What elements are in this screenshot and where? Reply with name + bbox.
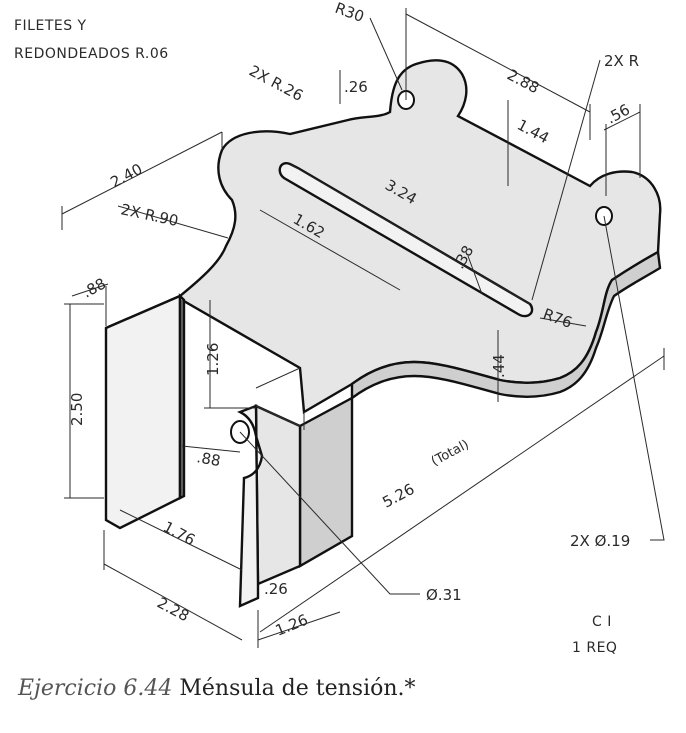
- back-plate-front: [104, 294, 182, 530]
- dim-088-top: .88: [79, 274, 109, 301]
- lower-block-face: [298, 395, 354, 569]
- dim-126-bottom: 1.26: [273, 611, 311, 640]
- dim-044: .44: [490, 354, 508, 378]
- dim-526: 5.26: [379, 480, 417, 512]
- dim-126-vertical: 1.26: [204, 343, 222, 376]
- dim-total-label: (Total): [429, 437, 472, 469]
- exercise-number: Ejercicio 6.44: [18, 676, 173, 701]
- part-code: C I: [592, 614, 612, 630]
- dim-2x-r: 2X R: [604, 52, 639, 70]
- dim-r30: R30: [333, 0, 367, 26]
- figure-caption: Ejercicio 6.44 Ménsula de tensión.*: [18, 676, 416, 701]
- lower-block-side: [254, 404, 302, 586]
- dim-288: 2.88: [504, 66, 542, 98]
- dim-144: 1.44: [514, 116, 552, 148]
- dim-026-top: .26: [344, 78, 368, 96]
- dim-240: 2.40: [107, 160, 145, 192]
- dim-2x-r026: 2X R.26: [246, 62, 306, 105]
- fillets-note-line1: FILETES Y: [14, 18, 87, 34]
- dim-dia-031: Ø.31: [426, 586, 462, 604]
- quantity-note: 1 REQ: [572, 640, 617, 656]
- dim-056: .56: [603, 100, 633, 127]
- dim-2x-dia-019: 2X Ø.19: [570, 532, 630, 550]
- exercise-title: Ménsula de tensión.*: [179, 676, 416, 701]
- dim-176: 1.76: [160, 518, 198, 550]
- dim-2x-r090: 2X R.90: [119, 200, 180, 230]
- dim-228: 2.28: [154, 594, 192, 626]
- dim-026-bottom: .26: [264, 580, 288, 598]
- vertical-lug: [237, 404, 264, 608]
- fillets-note-line2: REDONDEADOS R.06: [14, 46, 169, 62]
- slot-cutout: [278, 162, 534, 318]
- dim-088-mid: .88: [195, 448, 222, 470]
- dim-250: 2.50: [68, 393, 86, 426]
